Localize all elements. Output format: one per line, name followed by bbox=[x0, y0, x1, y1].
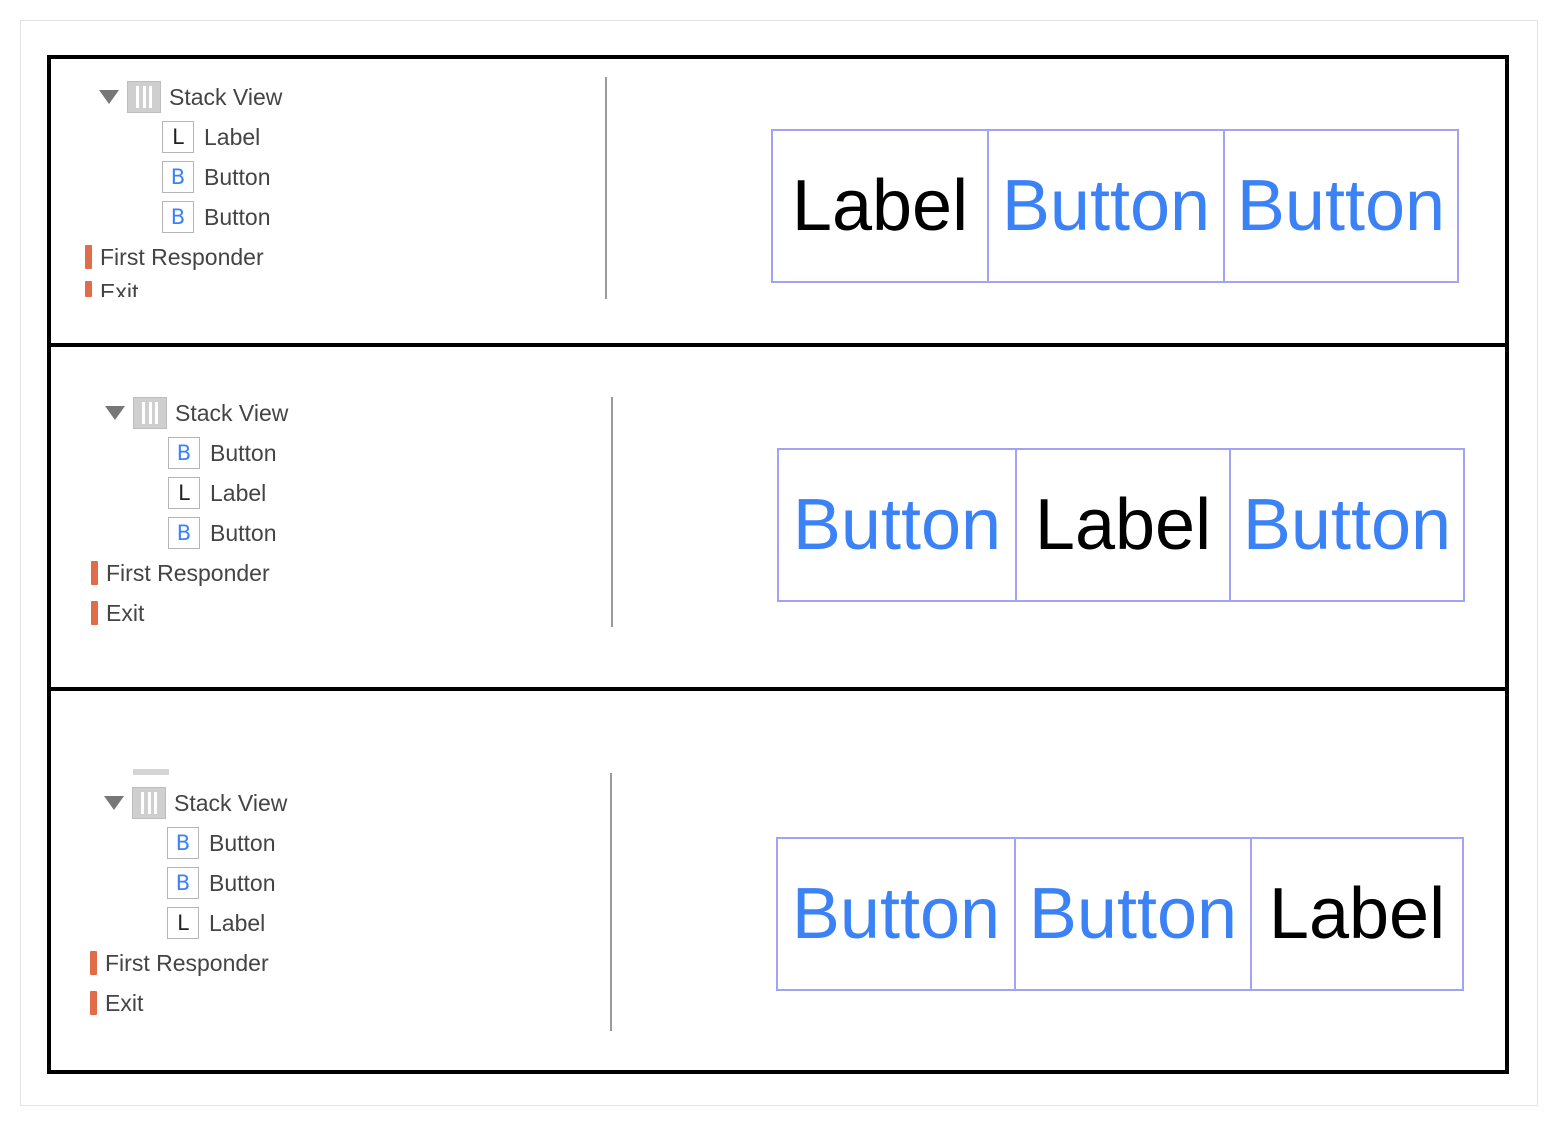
preview-label: Label bbox=[791, 166, 969, 246]
child-label: Button bbox=[210, 439, 277, 466]
first-responder-icon bbox=[91, 561, 98, 585]
preview-button[interactable]: Button bbox=[1229, 450, 1463, 600]
preview-button[interactable]: Button bbox=[792, 485, 1002, 565]
outline-row-exit[interactable]: Exit bbox=[90, 987, 143, 1019]
outline-row-child[interactable]: B Button bbox=[168, 517, 277, 549]
stack-view-label: Stack View bbox=[175, 399, 289, 426]
panel-label-first: Stack View L Label B Button B Button Fir… bbox=[51, 59, 1505, 347]
button-icon: B bbox=[168, 437, 200, 469]
outline-row-child[interactable]: B Button bbox=[162, 201, 271, 233]
disclosure-triangle-icon[interactable] bbox=[104, 796, 124, 810]
comparison-figure: Stack View L Label B Button B Button Fir… bbox=[47, 55, 1509, 1074]
disclosure-triangle-icon[interactable] bbox=[99, 90, 119, 104]
preview-button[interactable]: Button bbox=[1223, 131, 1457, 281]
first-responder-label: First Responder bbox=[105, 949, 269, 976]
stack-view-preview[interactable]: Button Label Button bbox=[777, 448, 1465, 602]
outline-row-exit[interactable]: Exit bbox=[91, 597, 144, 629]
child-label: Button bbox=[204, 203, 271, 230]
child-label: Label bbox=[210, 479, 267, 506]
stack-view-label: Stack View bbox=[174, 789, 288, 816]
child-label: Label bbox=[204, 123, 261, 150]
document-outline: Stack View B Button L Label B Button Fir… bbox=[91, 395, 625, 635]
exit-label: Exit bbox=[106, 599, 145, 626]
preview-button[interactable]: Button bbox=[1014, 839, 1250, 989]
child-label: Button bbox=[209, 869, 276, 896]
outline-row-child[interactable]: B Button bbox=[162, 161, 271, 193]
child-label: Label bbox=[209, 909, 266, 936]
stack-view-icon bbox=[132, 787, 166, 819]
stack-view-label: Stack View bbox=[169, 83, 283, 110]
first-responder-icon bbox=[90, 951, 97, 975]
stack-view-preview[interactable]: Button Button Label bbox=[776, 837, 1464, 991]
exit-label: Exit bbox=[105, 989, 144, 1016]
first-responder-icon bbox=[85, 245, 92, 269]
document-outline: Stack View L Label B Button B Button Fir… bbox=[85, 79, 619, 299]
outline-row-child[interactable]: B Button bbox=[168, 437, 277, 469]
outline-row-child[interactable]: L Label bbox=[168, 477, 266, 509]
outline-row-stack-view[interactable]: Stack View bbox=[105, 397, 288, 429]
outline-row-stack-view[interactable]: Stack View bbox=[99, 81, 282, 113]
preview-label: Label bbox=[1250, 839, 1462, 989]
preview-button[interactable]: Button bbox=[987, 131, 1223, 281]
outline-row-first-responder[interactable]: First Responder bbox=[85, 241, 264, 273]
button-icon: B bbox=[167, 867, 199, 899]
panel-label-middle: Stack View B Button L Label B Button Fir… bbox=[51, 347, 1505, 691]
first-responder-label: First Responder bbox=[106, 559, 270, 586]
exit-icon bbox=[90, 991, 97, 1015]
outline-row-stack-view[interactable]: Stack View bbox=[104, 787, 287, 819]
label-icon: L bbox=[162, 121, 194, 153]
button-icon: B bbox=[168, 517, 200, 549]
outline-row-child[interactable]: L Label bbox=[162, 121, 260, 153]
outline-row-first-responder[interactable]: First Responder bbox=[91, 557, 270, 589]
exit-icon bbox=[91, 601, 98, 625]
stack-view-icon bbox=[133, 397, 167, 429]
disclosure-triangle-icon[interactable] bbox=[105, 406, 125, 420]
outline-row-child[interactable]: B Button bbox=[167, 867, 276, 899]
outline-row-first-responder[interactable]: First Responder bbox=[90, 947, 269, 979]
panel-divider bbox=[611, 397, 613, 627]
label-icon: L bbox=[168, 477, 200, 509]
outline-row-child[interactable]: B Button bbox=[167, 827, 276, 859]
document-outline: Stack View B Button B Button L Label Fir… bbox=[90, 785, 624, 1025]
outline-row-child[interactable]: L Label bbox=[167, 907, 265, 939]
preview-label: Label bbox=[1015, 450, 1229, 600]
panel-divider bbox=[610, 773, 612, 1031]
child-label: Button bbox=[204, 163, 271, 190]
stack-view-preview[interactable]: Label Button Button bbox=[771, 129, 1459, 283]
figure-frame bbox=[20, 20, 1538, 1106]
button-icon: B bbox=[162, 161, 194, 193]
clipped-row-fragment bbox=[133, 769, 169, 775]
exit-label: Exit bbox=[100, 278, 139, 298]
stack-view-icon bbox=[127, 81, 161, 113]
preview-button[interactable]: Button bbox=[791, 874, 1001, 954]
child-label: Button bbox=[209, 829, 276, 856]
outline-row-exit[interactable]: Exit bbox=[85, 267, 138, 297]
first-responder-label: First Responder bbox=[100, 243, 264, 270]
panel-label-last: Stack View B Button B Button L Label Fir… bbox=[51, 691, 1505, 1070]
panel-divider bbox=[605, 77, 607, 299]
child-label: Button bbox=[210, 519, 277, 546]
button-icon: B bbox=[167, 827, 199, 859]
exit-icon bbox=[85, 281, 92, 297]
label-icon: L bbox=[167, 907, 199, 939]
button-icon: B bbox=[162, 201, 194, 233]
